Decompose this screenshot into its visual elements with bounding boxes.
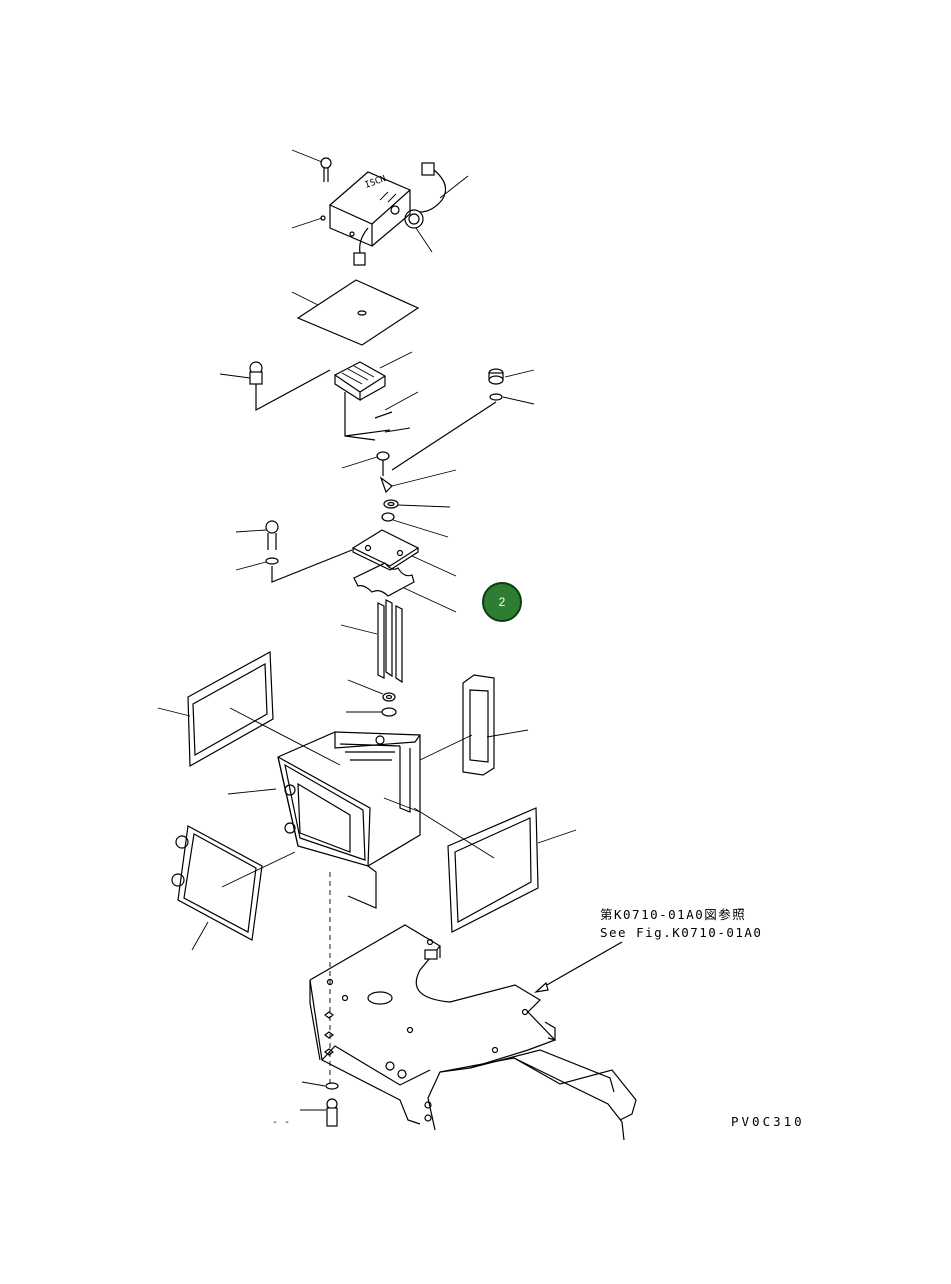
controller-unit [219,351,419,441]
bottom-left-seal [171,825,296,951]
fasteners-right [341,368,535,538]
drawing-code: PV0C310 [731,1114,805,1129]
reference-note-english: See Fig.K0710-01A0 [600,925,763,940]
switch-box-assembly: ISCN [291,149,469,266]
numbered-callout-badge[interactable]: 2 [482,582,522,622]
right-tall-seal [462,674,529,776]
wavy-gasket [353,562,457,613]
gasket-sheet [291,279,420,346]
figure-reference-note: 第K0710-01A0図参照 See Fig.K0710-01A0 [600,906,762,942]
svg-text:ISCN: ISCN [364,174,388,191]
main-case [227,731,495,909]
vertical-rails [340,599,403,717]
reference-note-japanese: 第K0710-01A0図参照 [600,907,747,922]
callout-label: 2 [498,595,506,609]
base-frame [300,872,637,1141]
left-seal-frame [157,651,341,768]
bracket-plate [235,520,457,583]
small-marker-label: - - [272,1117,291,1128]
bottom-right-seal [447,807,577,933]
